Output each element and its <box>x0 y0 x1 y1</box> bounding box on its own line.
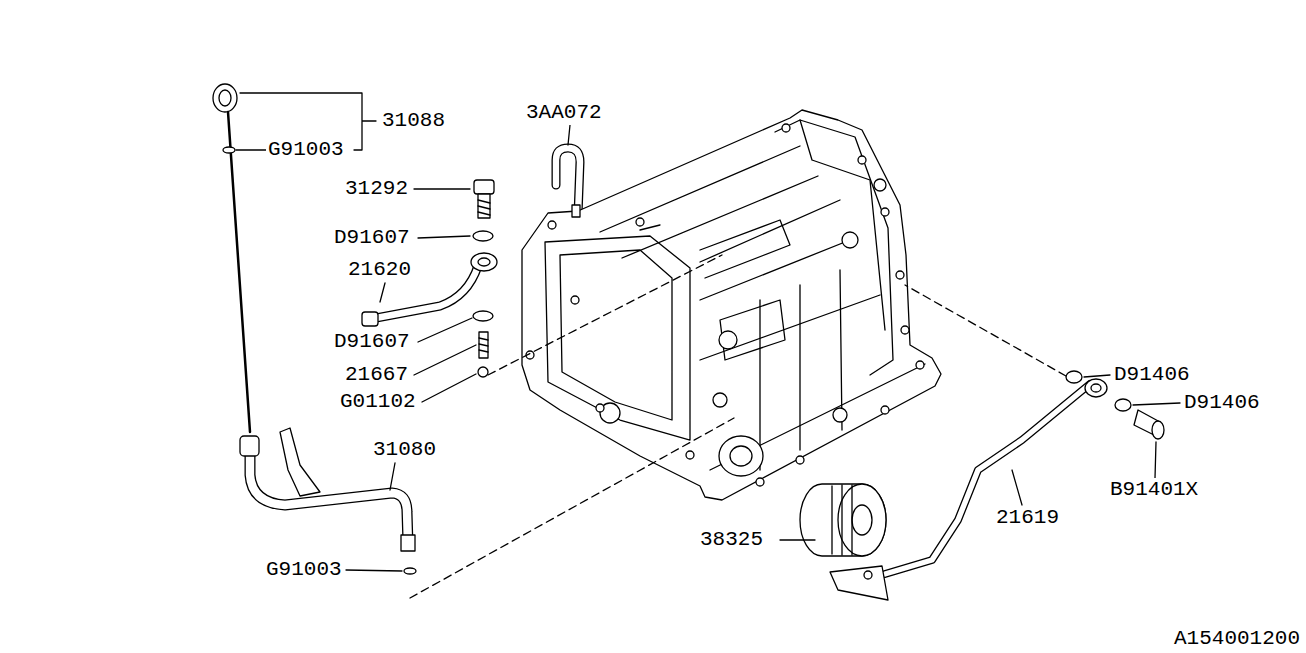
callout-number: D91607 <box>332 226 412 250</box>
callout-number: 3AA072 <box>524 101 604 125</box>
callout-number: D91607 <box>332 330 412 354</box>
callout-number: 31292 <box>343 177 410 201</box>
callout-number: A154001200 <box>1172 627 1302 651</box>
callout-number: 31088 <box>380 109 447 133</box>
callout-number: 21667 <box>343 363 410 387</box>
callout-number: B91401X <box>1108 478 1200 502</box>
callout-number: 21619 <box>994 506 1061 530</box>
washer <box>1066 371 1082 383</box>
dipstick-handle <box>213 84 237 112</box>
callout-number: G91003 <box>264 558 344 582</box>
pipe-bracket <box>830 566 888 600</box>
dipstick-rod <box>228 112 250 432</box>
ball <box>478 367 488 377</box>
oil-filter <box>800 484 886 556</box>
stud <box>479 332 488 358</box>
tube-bracket <box>280 428 320 496</box>
o-ring <box>404 568 416 574</box>
filter-mount <box>719 436 763 476</box>
pipe <box>885 384 1090 574</box>
transmission-case <box>522 110 941 500</box>
washer <box>473 231 493 241</box>
callout-number: 21620 <box>346 258 413 282</box>
callout-number: G01102 <box>338 390 418 414</box>
callout-number: 31080 <box>371 438 438 462</box>
callout-number: 38325 <box>698 528 765 552</box>
callout-number: G91003 <box>266 138 346 162</box>
o-ring <box>223 147 235 153</box>
callout-number: D91406 <box>1182 391 1262 415</box>
washer <box>473 311 493 321</box>
callout-number: D91406 <box>1112 363 1192 387</box>
union-bolt <box>474 180 494 194</box>
leader-line <box>346 125 1180 571</box>
leader-line <box>236 149 266 150</box>
assembly-line <box>410 255 1066 598</box>
washer <box>1115 399 1131 411</box>
